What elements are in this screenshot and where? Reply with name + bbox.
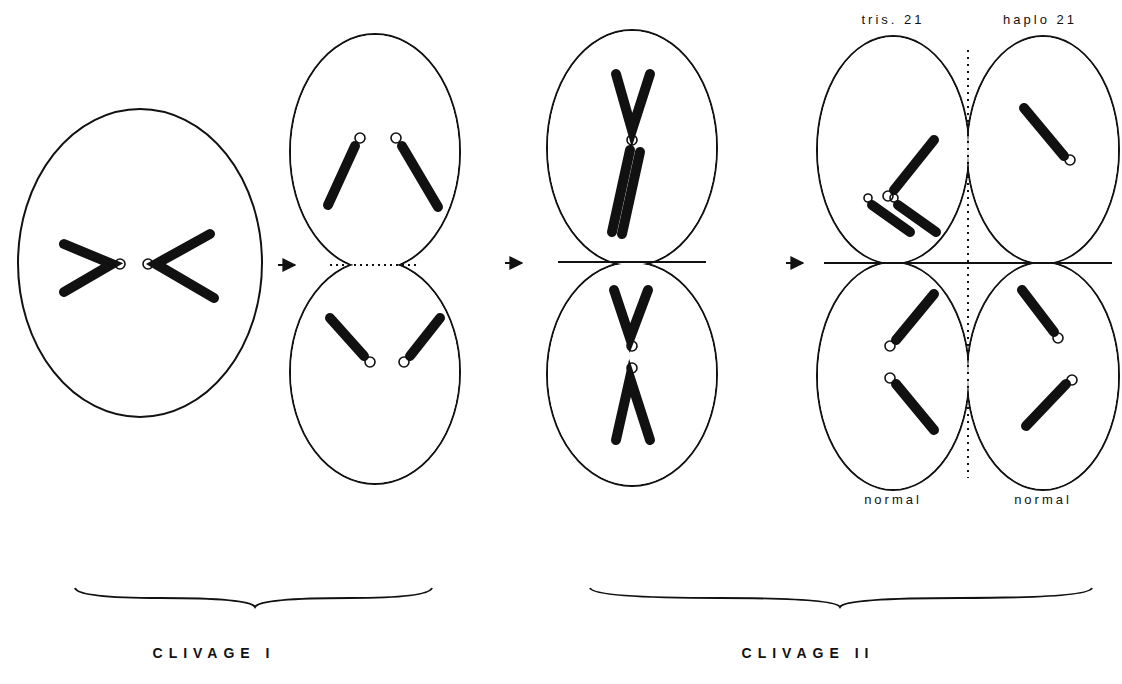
stage-label: CLIVAGE I xyxy=(153,645,276,661)
centromeres xyxy=(115,133,1077,385)
stage-label: CLIVAGE II xyxy=(742,645,875,661)
genotype-label: normal xyxy=(1014,492,1072,507)
genotype-label: haplo 21 xyxy=(1003,12,1077,27)
genotype-label: tris. 21 xyxy=(861,12,924,27)
step-arrows xyxy=(278,263,803,265)
braces xyxy=(75,588,1092,607)
cell-outlines xyxy=(18,30,1119,490)
chromosomes xyxy=(64,74,1066,440)
division-lines xyxy=(330,50,1112,478)
genotype-label: normal xyxy=(864,492,922,507)
